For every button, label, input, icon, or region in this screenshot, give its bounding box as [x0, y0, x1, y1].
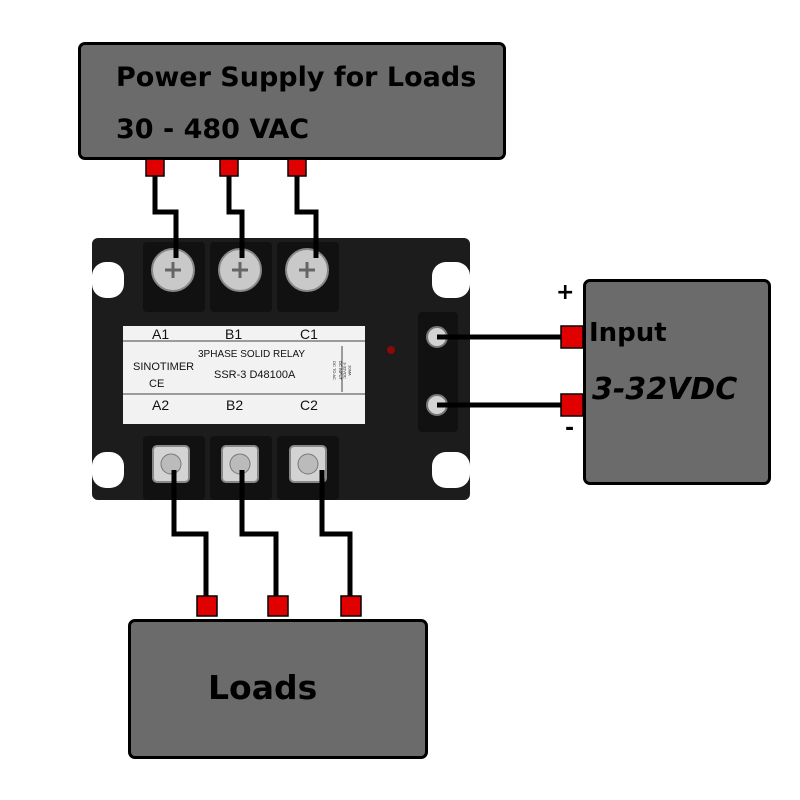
- connector-supply-1: [145, 157, 165, 177]
- wire-l1: [152, 172, 179, 258]
- connector-load-1: [196, 595, 218, 617]
- connector-input-plus: [560, 325, 584, 349]
- power-supply-title: Power Supply for Loads: [116, 62, 477, 93]
- connector-supply-2: [219, 157, 239, 177]
- relay-model: SSR-3 D48100A: [214, 369, 296, 381]
- input-minus-label: -: [565, 416, 575, 441]
- screw-terminals-top: [151, 248, 329, 292]
- loads-title: Loads: [208, 668, 318, 707]
- wire-a2: [171, 470, 209, 596]
- power-supply-box: [78, 42, 506, 160]
- status-led: [387, 346, 395, 354]
- terminal-label-b1: B1: [225, 326, 243, 342]
- spec-line-4: 20MA: [347, 365, 353, 376]
- ce-mark: CE: [149, 378, 165, 390]
- relay-description: 3PHASE SOLID RELAY: [198, 349, 306, 360]
- label-plate: [123, 326, 365, 424]
- relay-brand: SINOTIMER: [133, 361, 195, 373]
- input-plus-label: +: [556, 280, 575, 305]
- input-voltage: 3-32VDC: [592, 372, 738, 407]
- input-box: [583, 279, 771, 485]
- power-supply-voltage: 30 - 480 VAC: [116, 114, 310, 145]
- spec-line-1: DC TO AC: [331, 361, 337, 380]
- terminal-label-a1: A1: [152, 326, 170, 342]
- wire-c2: [319, 470, 353, 596]
- connector-load-2: [267, 595, 289, 617]
- terminal-label-c1: C1: [300, 326, 318, 342]
- connector-load-3: [340, 595, 362, 617]
- input-title: Input: [589, 318, 667, 348]
- connector-supply-3: [287, 157, 307, 177]
- wires: [152, 172, 564, 596]
- wire-l3: [294, 172, 319, 258]
- connector-input-minus: [560, 393, 584, 417]
- terminal-label-c2: C2: [300, 397, 318, 413]
- screw-terminals-bottom: [152, 445, 327, 483]
- relay-spec-block: DC TO AC DC INPUT 3-32VDC 20MA: [331, 352, 373, 390]
- wire-b2: [239, 470, 279, 596]
- loads-box: [128, 619, 428, 759]
- terminal-label-a2: A2: [152, 397, 170, 413]
- wire-l2: [226, 172, 245, 258]
- terminal-label-b2: B2: [226, 397, 244, 413]
